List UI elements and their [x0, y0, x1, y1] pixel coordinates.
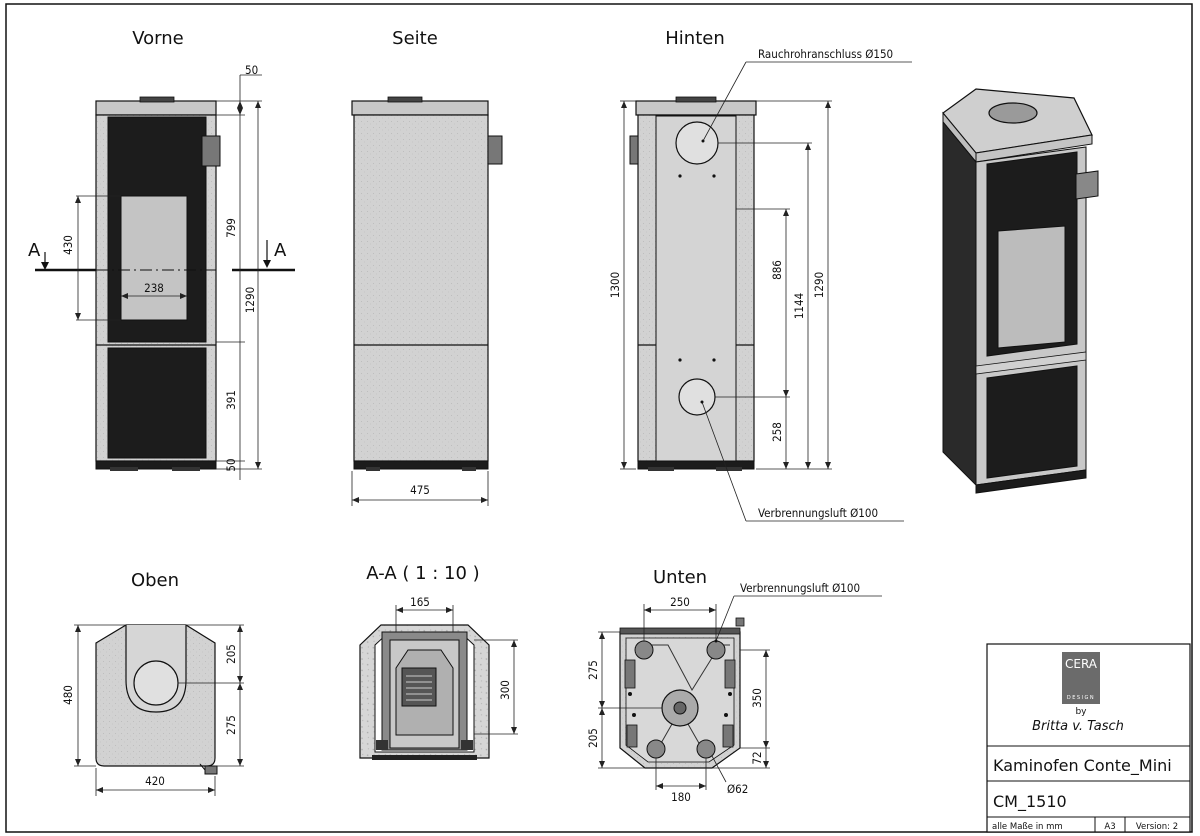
front-dimension-lines: [76, 74, 262, 480]
flue-callout-leader: [702, 61, 912, 142]
dim-front-top-offset: 50: [245, 63, 258, 77]
section-marker-right: A: [274, 240, 287, 261]
view-title-side: Seite: [392, 28, 438, 49]
dim-bottom-diameter: Ø62: [727, 782, 748, 796]
title-block-format: A3: [1104, 822, 1115, 832]
view-title-bottom: Unten: [653, 567, 707, 588]
sheet-frame: [5, 3, 1193, 833]
section-dimension-arrows: [396, 607, 517, 734]
dim-bottom-width-250: 250: [670, 595, 690, 609]
dim-top-width: 420: [145, 774, 165, 788]
dim-section-height: 300: [498, 680, 512, 700]
dim-bottom-350: 350: [750, 688, 764, 708]
title-block-units: alle Maße in mm: [992, 822, 1063, 832]
view-title-front: Vorne: [132, 28, 184, 49]
section-view: [359, 624, 490, 760]
dim-front-lower-height: 391: [224, 390, 238, 410]
cera-design-logo: CERA DESIGN: [1062, 652, 1100, 704]
dim-front-upper-height: 799: [224, 218, 238, 238]
section-line-a-a: [35, 240, 295, 272]
title-block-drawing-number: CM_1510: [993, 792, 1067, 812]
dim-back-height-left: 1300: [608, 272, 622, 298]
perspective-view: [942, 88, 1099, 494]
air-back-callout-leader: [701, 401, 904, 522]
dim-bottom-180: 180: [671, 790, 691, 804]
title-block-signature: Britta v. Tasch: [1032, 719, 1124, 734]
top-dimension-lines: [74, 624, 244, 796]
side-dimension-arrows: [352, 497, 488, 503]
title-block-version: Version: 2: [1136, 822, 1178, 832]
dim-bottom-72: 72: [750, 751, 764, 764]
dim-section-inner-width: 165: [410, 595, 430, 609]
dim-side-width: 475: [410, 483, 430, 497]
view-title-top: Oben: [131, 570, 179, 591]
dim-back-height-258: 258: [770, 422, 784, 442]
title-block-by: by: [1075, 707, 1087, 717]
dim-bottom-205: 205: [586, 728, 600, 748]
dim-top-depth: 480: [61, 685, 75, 705]
dim-back-height-886: 886: [770, 260, 784, 280]
dim-front-window-height: 430: [61, 235, 75, 255]
front-view: [95, 96, 221, 471]
top-dimension-arrows: [75, 625, 243, 793]
front-dimension-arrows: [75, 101, 261, 469]
section-marker-left: A: [28, 240, 41, 261]
side-view: [351, 96, 503, 471]
callout-air-back: Verbrennungsluft Ø100: [758, 506, 878, 520]
view-title-section: A-A ( 1 : 10 ): [366, 563, 479, 584]
view-title-back: Hinten: [665, 28, 724, 49]
svg-text:DESIGN: DESIGN: [1067, 695, 1095, 701]
side-dimension-lines: [351, 471, 489, 506]
callout-air-bottom: Verbrennungsluft Ø100: [740, 581, 860, 595]
title-block-product: Kaminofen Conte_Mini: [993, 756, 1172, 776]
dim-back-height-1144: 1144: [792, 293, 806, 319]
dim-top-rear-part: 275: [224, 715, 238, 735]
dim-front-bottom-offset: 50: [224, 458, 238, 471]
bottom-view: [619, 617, 745, 769]
back-dimension-arrows: [621, 101, 831, 469]
dim-front-total-height: 1290: [243, 287, 257, 313]
bottom-dimension-lines: [598, 604, 770, 790]
dim-bottom-275: 275: [586, 660, 600, 680]
dim-back-height-1290: 1290: [812, 272, 826, 298]
back-dimension-lines: [620, 100, 832, 470]
section-dimension-lines: [395, 605, 518, 735]
top-view: [95, 624, 218, 775]
air-bottom-callout-leader: [715, 595, 882, 642]
dim-front-window-width: 238: [144, 281, 164, 295]
dim-top-front-part: 205: [224, 644, 238, 664]
bottom-dimension-arrows: [599, 607, 769, 789]
back-view: [629, 96, 757, 471]
svg-text:CERA: CERA: [1065, 657, 1098, 671]
callout-flue: Rauchrohranschluss Ø150: [758, 47, 893, 61]
